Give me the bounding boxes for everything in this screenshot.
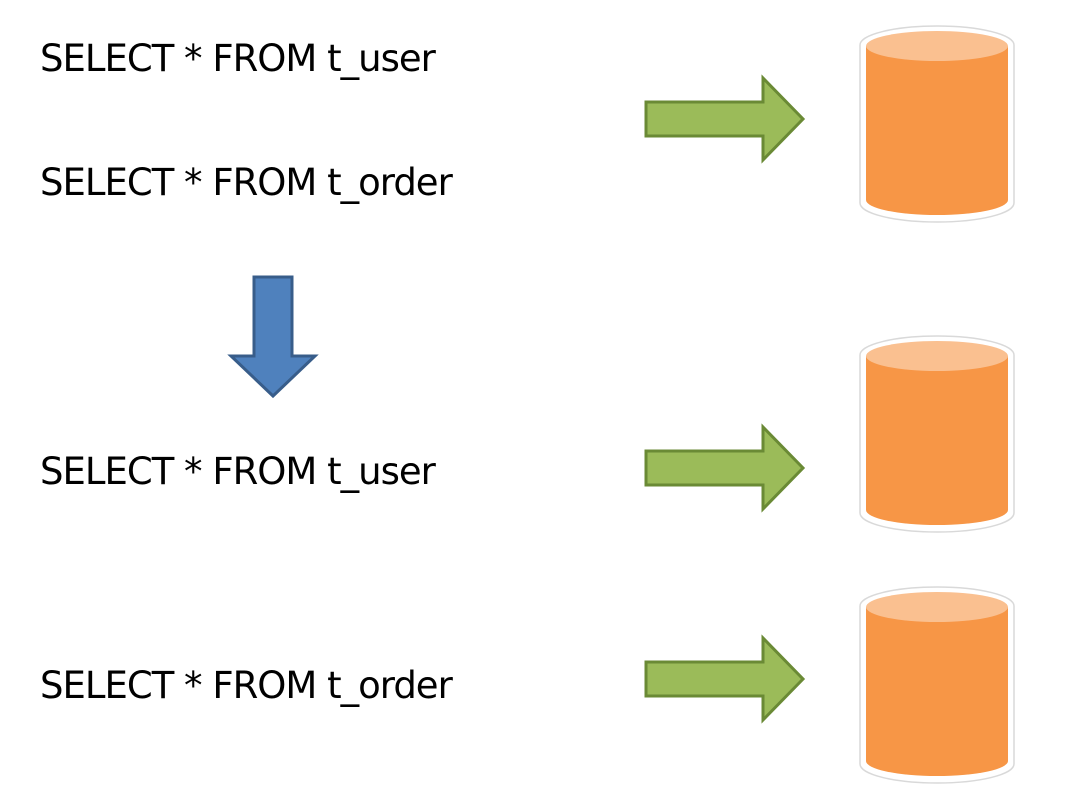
query-user-split: SELECT * FROM t_user: [40, 450, 436, 493]
query-user-combined: SELECT * FROM t_user: [40, 37, 436, 80]
query-order-split: SELECT * FROM t_order: [40, 664, 453, 707]
arrow-right-icon: [644, 634, 806, 724]
database-icon: [859, 25, 1015, 223]
arrow-right-icon: [644, 74, 806, 164]
database-icon: [859, 335, 1015, 533]
arrow-right-icon: [644, 423, 806, 513]
query-order-combined: SELECT * FROM t_order: [40, 161, 453, 204]
arrow-down-icon: [227, 275, 319, 399]
database-icon: [859, 586, 1015, 784]
